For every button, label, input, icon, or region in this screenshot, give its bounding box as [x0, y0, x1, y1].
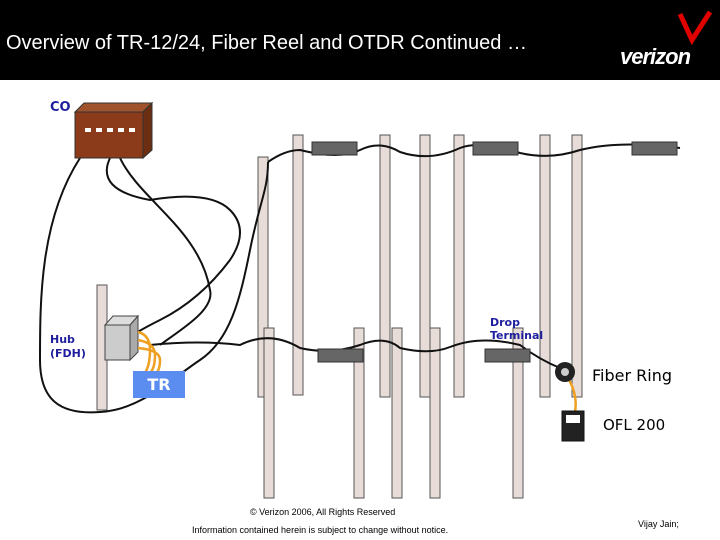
drop-label-line1: Drop — [490, 316, 520, 329]
pole — [453, 134, 465, 398]
drop-label-line2: Terminal — [490, 329, 544, 342]
pole — [539, 134, 551, 398]
drop-terminal — [311, 141, 358, 156]
utility-poles — [96, 134, 583, 499]
hub-label: Hub (FDH) — [50, 333, 86, 361]
copyright-text: © Verizon 2006, All Rights Reserved — [250, 507, 396, 517]
page-title: Overview of TR-12/24, Fiber Reel and OTD… — [6, 32, 527, 54]
fiber-ring-reel — [555, 362, 575, 382]
pole — [263, 327, 275, 499]
verizon-logo — [677, 10, 713, 46]
pole — [419, 134, 431, 398]
pole — [257, 156, 269, 398]
logo-text: verizon — [620, 44, 691, 69]
hub-label-line2: (FDH) — [50, 347, 86, 360]
pole — [512, 327, 524, 499]
aerial-cable-lower — [149, 337, 561, 369]
drop-terminal — [631, 141, 678, 156]
hub-label-line1: Hub — [50, 333, 75, 346]
drop-terminals-lower — [317, 348, 531, 363]
disclaimer-text: Information contained herein is subject … — [192, 525, 449, 535]
drop-terminal — [317, 348, 364, 363]
pole — [429, 327, 441, 499]
pole — [353, 327, 365, 499]
aerial-cable-upper — [267, 143, 681, 163]
drop-terminals-upper — [311, 141, 678, 156]
feeder-cable — [105, 157, 241, 339]
title-bar: Overview of TR-12/24, Fiber Reel and OTD… — [0, 0, 720, 80]
drop-terminal-label: Drop Terminal — [490, 316, 543, 342]
drop-terminal — [472, 141, 519, 156]
pole — [391, 327, 403, 499]
author-text: Vijay Jain; — [638, 519, 679, 529]
fiber-ring-label: Fiber Ring — [592, 366, 673, 385]
feeder-cable — [119, 157, 212, 346]
pole — [379, 134, 391, 398]
co-label: CO — [50, 100, 71, 115]
pole — [571, 134, 583, 398]
orange-fibers — [137, 330, 162, 374]
ofl-label: OFL 200 — [603, 416, 666, 434]
drop-terminal — [484, 348, 531, 363]
tr-badge: TR — [133, 371, 185, 398]
feeder-cable — [38, 157, 269, 414]
hub-fdh-box — [103, 314, 140, 362]
pole — [292, 134, 304, 396]
central-office-box — [73, 101, 154, 160]
ofl200-device — [561, 410, 585, 442]
